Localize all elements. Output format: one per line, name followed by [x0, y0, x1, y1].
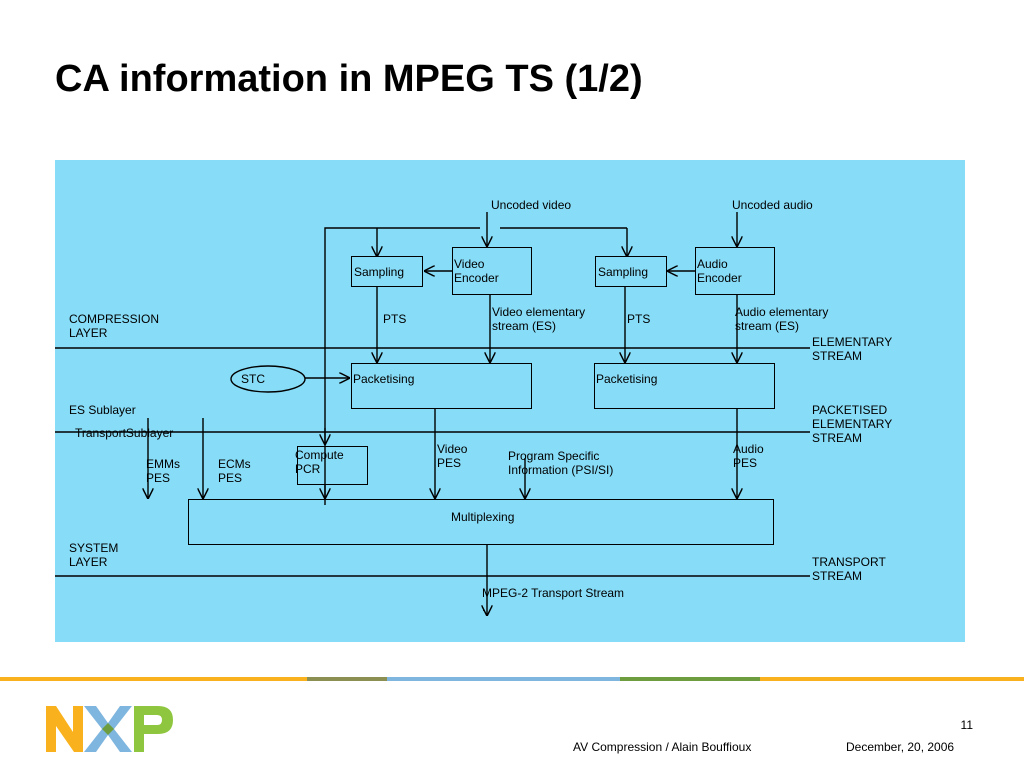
transport-sublayer-label: TransportSublayer [75, 426, 174, 440]
audio-packetising-box [594, 363, 775, 409]
diagram-lines [55, 212, 810, 642]
pts-audio-label: PTS [627, 312, 651, 326]
page-number: 11 [960, 718, 973, 732]
program-info-label: Program Specific Information (PSI/SI) [508, 449, 614, 477]
video-pes-label: Video PES [437, 442, 468, 470]
ts-output-label: MPEG-2 Transport Stream . [482, 586, 625, 614]
pts-video-label: PTS [383, 312, 407, 326]
video-sampling-box [351, 256, 423, 287]
video-to-pcr-line [324, 227, 327, 505]
sampling-audio-label: Sampling [598, 265, 649, 279]
multiplexing-box [188, 499, 774, 545]
audio-sampling-box [595, 256, 667, 287]
footer-bar-green [620, 677, 760, 681]
packetising-audio-label: Packetising [596, 372, 658, 386]
footer-bar-blue [387, 677, 620, 681]
emm-pes-label: EMMs PES [146, 457, 180, 485]
stc-label: STC [241, 372, 265, 386]
slide-title: CA information in MPEG TS (1/2) [55, 58, 643, 100]
transport-stream-label: TRANSPORT STREAM [812, 555, 886, 583]
video-packetising-box [351, 363, 532, 409]
sampling-video-label: Sampling [354, 265, 405, 279]
system-layer-label: SYSTEM LAYER [69, 541, 119, 569]
compute-pcr-box [297, 446, 368, 485]
footer-bar-olive [307, 677, 387, 681]
packetised-es-label: PACKETISED ELEMENTARY STREAM [812, 403, 893, 445]
es-sublayer-label: ES Sublayer [69, 403, 136, 417]
nxp-logo [46, 706, 173, 752]
uncoded-audio-label: Uncoded audio [732, 198, 813, 212]
multiplexing-label: Multiplexing [451, 510, 515, 524]
video-encoder-box [452, 247, 532, 295]
ts-diagram: Uncoded video Uncoded audio Sampling Vid… [55, 160, 965, 642]
video-encoder-label: Video Encoder [454, 257, 499, 285]
footer-bar-yellow [0, 677, 307, 681]
audio-encoder-box [695, 247, 775, 295]
video-es-label: Video elementary stream (ES) [492, 305, 586, 333]
audio-encoder-label: Audio Encoder [697, 257, 742, 285]
footer-author: AV Compression / Alain Bouffioux [573, 740, 752, 754]
elementary-stream-label: ELEMENTARY STREAM [812, 335, 893, 363]
footer-bar-yellow-right [760, 677, 1024, 681]
stc-ellipse [230, 365, 306, 393]
compression-layer-label: COMPRESSION LAYER [69, 312, 160, 340]
ecm-pes-label: ECMs PES [218, 457, 251, 485]
packetising-video-label: Packetising [353, 372, 415, 386]
audio-pes-label: Audio PES [733, 442, 764, 470]
footer-date: December, 20, 2006 [846, 740, 955, 754]
audio-es-label: Audio elementary stream (ES) [735, 305, 829, 333]
uncoded-video-label: Uncoded video [491, 198, 572, 212]
compute-pcr-label: Compute PCR [295, 448, 344, 476]
